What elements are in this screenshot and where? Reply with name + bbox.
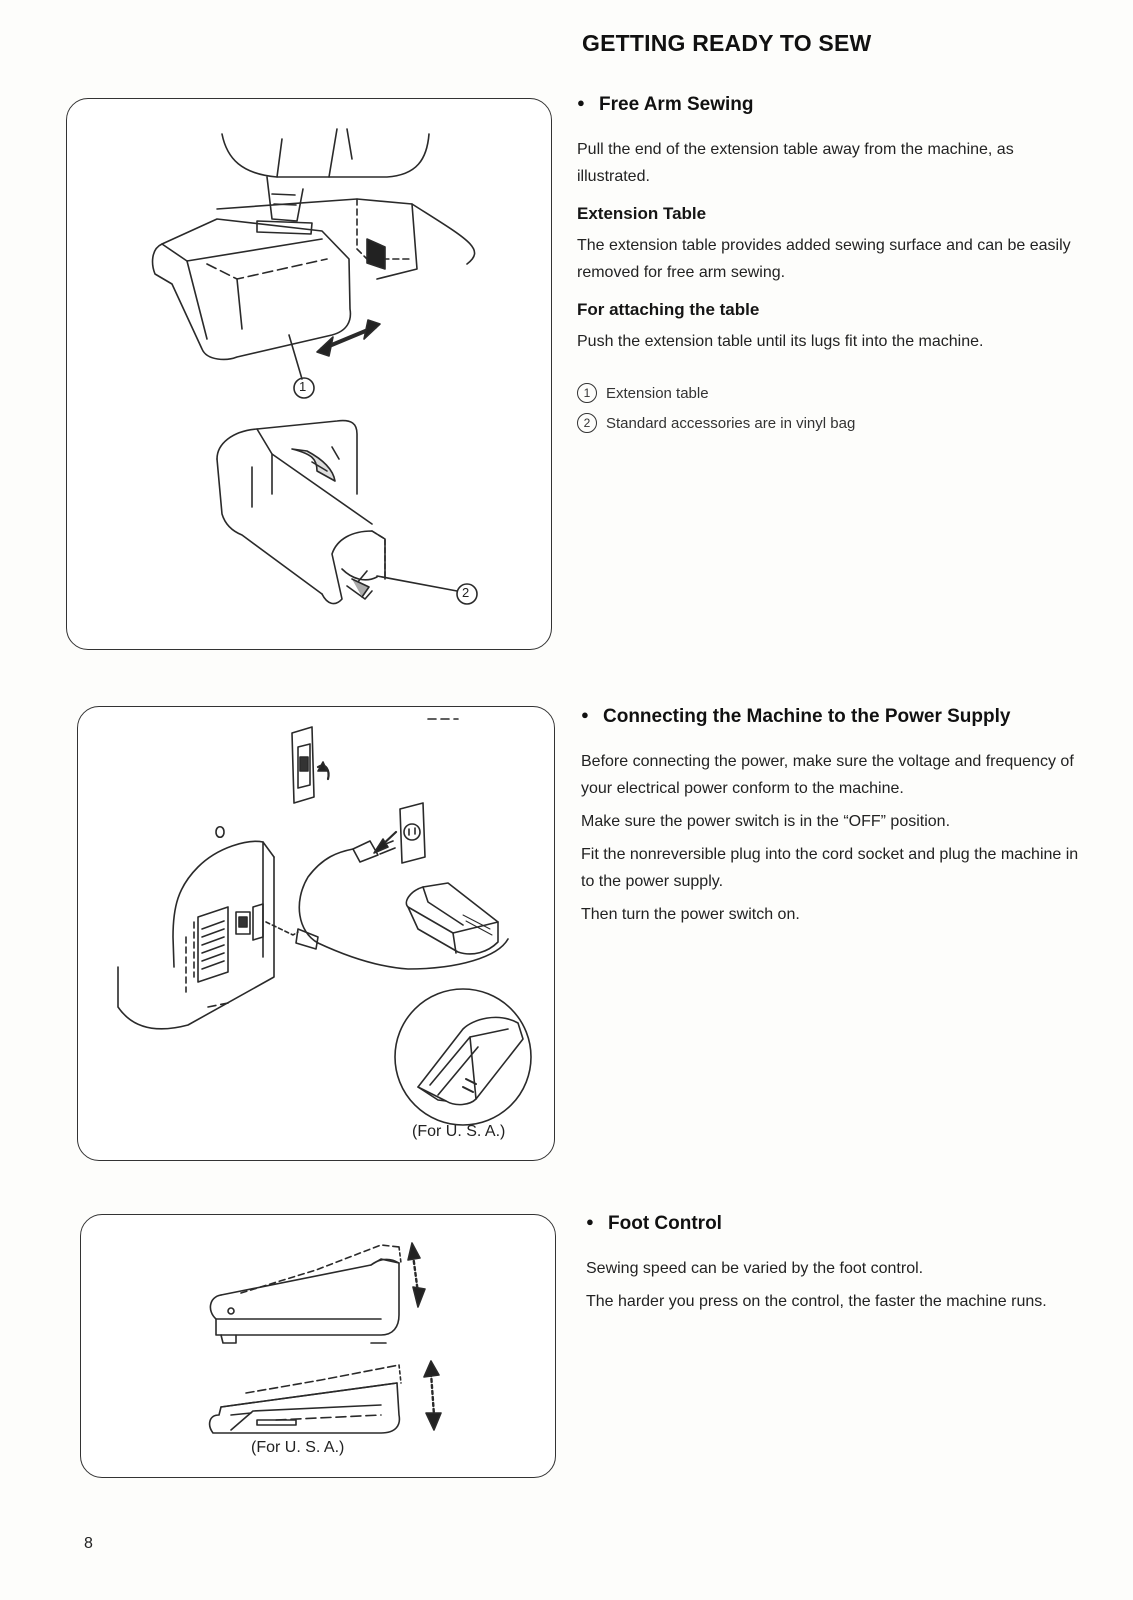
extension-table-text: The extension table provides added sewin… (577, 237, 1071, 281)
foot-paragraph-speed: Sewing speed can be varied by the foot c… (586, 1260, 924, 1277)
power-paragraph-voltage: Before connecting the power, make sure t… (581, 753, 1074, 797)
free-arm-intro: Pull the end of the extension table away… (577, 141, 1014, 185)
power-heading: ●Connecting the Machine to the Power Sup… (581, 706, 1011, 727)
legend-text: Standard accessories are in vinyl bag (606, 414, 856, 432)
legend-number: 2 (577, 413, 597, 433)
attaching-text: Push the extension table until its lugs … (577, 333, 984, 350)
foot-figure-note: (For U. S. A.) (251, 1439, 345, 1456)
power-paragraph-switch-off: Make sure the power switch is in the “OF… (581, 813, 951, 830)
bullet-dot-icon: ● (577, 95, 585, 110)
power-supply-illustration (117, 718, 532, 1126)
power-section: ●Connecting the Machine to the Power Sup… (581, 706, 1081, 934)
page-number: 8 (84, 1535, 93, 1552)
foot-control-illustration-panel: (For U. S. A.) (80, 1214, 556, 1478)
extension-table-heading: Extension Table (577, 204, 707, 223)
bullet-dot-icon: ● (581, 707, 589, 722)
free-arm-heading: ●Free Arm Sewing (577, 94, 754, 115)
page-title: GETTING READY TO SEW (582, 30, 872, 56)
foot-paragraph-harder: The harder you press on the control, the… (586, 1293, 1047, 1310)
figure-callout-1: 1 (299, 379, 307, 394)
legend-item-extension-table: 1 Extension table (577, 383, 1077, 403)
foot-control-heading: ●Foot Control (586, 1213, 722, 1234)
foot-control-illustration (208, 1242, 442, 1434)
free-arm-section: ●Free Arm Sewing Pull the end of the ext… (577, 94, 1077, 443)
free-arm-illustration (151, 128, 478, 605)
free-arm-illustration-panel: 1 2 (66, 98, 552, 650)
bullet-dot-icon: ● (586, 1214, 594, 1229)
power-paragraph-switch-on: Then turn the power switch on. (581, 906, 800, 923)
foot-control-section: ●Foot Control Sewing speed can be varied… (586, 1213, 1076, 1321)
legend-number: 1 (577, 383, 597, 403)
legend-text: Extension table (606, 384, 709, 402)
attaching-heading: For attaching the table (577, 300, 760, 319)
legend-item-accessories: 2 Standard accessories are in vinyl bag (577, 413, 1077, 433)
power-paragraph-plug: Fit the nonreversible plug into the cord… (581, 846, 1079, 890)
power-figure-note: (For U. S. A.) (412, 1123, 506, 1140)
power-illustration-panel: (For U. S. A.) (77, 706, 555, 1161)
figure-callout-2: 2 (462, 585, 470, 600)
